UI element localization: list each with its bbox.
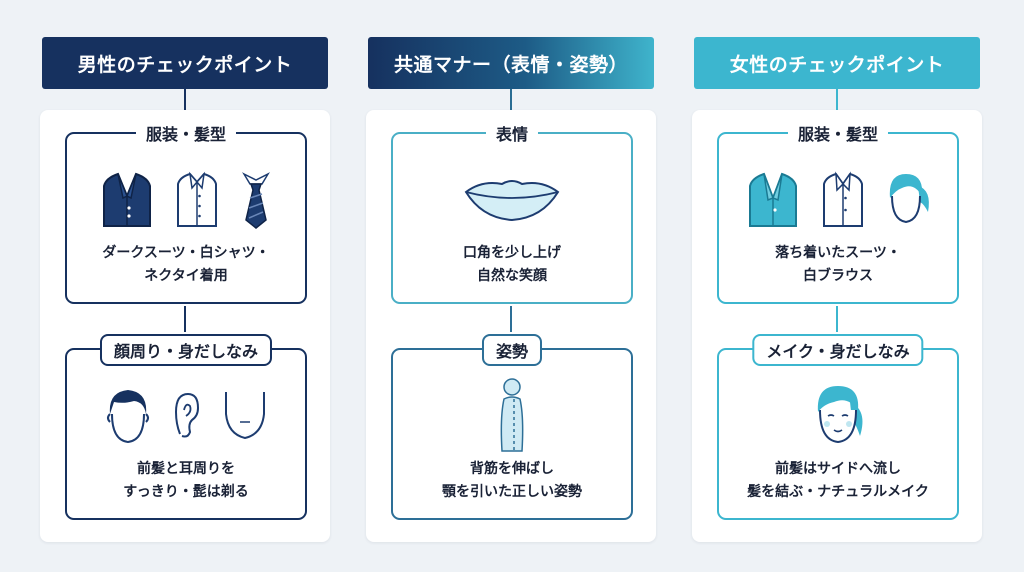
shaved-chin-icon xyxy=(225,392,265,440)
blouse-icon xyxy=(823,171,863,227)
male-grooming-card: 顔周り・身だしなみ 前髪と耳周りを すっき xyxy=(65,334,307,520)
male-attire-card: 服装・髪型 xyxy=(65,121,307,304)
dress-shirt-icon xyxy=(177,171,217,227)
male-header: 男性のチェックポイント xyxy=(42,37,328,89)
ponytail-head-icon xyxy=(889,174,929,224)
common-expression-text: 口角を少し上げ 自然な笑顔 xyxy=(463,245,561,284)
male-column: 男性のチェックポイント 服装・髪型 xyxy=(40,0,330,572)
female-card-connector xyxy=(836,306,838,332)
short-hair-head-icon xyxy=(107,390,149,444)
female-grooming-title: メイク・身だしなみ xyxy=(752,334,924,366)
common-posture-card: 姿勢 背筋を伸ばし 顎を引いた正しい姿勢 xyxy=(391,334,633,520)
ear-icon xyxy=(174,392,200,438)
male-card-connector xyxy=(184,306,186,332)
female-attire-card: 服装・髪型 xyxy=(717,121,959,304)
female-grooming-text: 前髪はサイドへ流し 髪を結ぶ・ナチュラルメイク xyxy=(747,461,929,500)
common-posture-title: 姿勢 xyxy=(481,334,543,366)
female-panel: 服装・髪型 xyxy=(692,110,982,542)
women-jacket-icon xyxy=(749,172,797,227)
male-header-stem xyxy=(184,89,186,111)
common-header: 共通マナー（表情・姿勢） xyxy=(368,37,654,89)
male-attire-title: 服装・髪型 xyxy=(135,121,237,145)
female-header: 女性のチェックポイント xyxy=(694,37,980,89)
female-attire-title: 服装・髪型 xyxy=(787,121,889,145)
common-panel: 表情 口角を少し上げ 自然な笑顔 姿勢 xyxy=(366,110,656,542)
common-expression-card: 表情 口角を少し上げ 自然な笑顔 xyxy=(391,121,633,304)
female-header-stem xyxy=(836,89,838,111)
common-column: 共通マナー（表情・姿勢） 表情 口角を少し上げ 自然な笑顔 姿勢 xyxy=(366,0,656,572)
upright-posture-icon xyxy=(500,378,524,452)
male-attire-text: ダークスーツ・白シャツ・ ネクタイ着用 xyxy=(102,245,270,284)
common-expression-title: 表情 xyxy=(485,121,539,145)
common-card-connector xyxy=(510,306,512,332)
made-up-face-icon xyxy=(817,386,863,444)
smiling-lips-icon xyxy=(464,180,560,222)
female-grooming-card: メイク・身だしなみ 前髪はサイドへ流し 髪を結ぶ・ナチュラルメイク xyxy=(717,334,959,520)
suit-jacket-icon xyxy=(103,172,151,227)
female-column: 女性のチェックポイント 服装・髪型 xyxy=(692,0,982,572)
male-grooming-title: 顔周り・身だしなみ xyxy=(99,334,273,366)
male-grooming-text: 前髪と耳周りを すっきり・髭は剃る xyxy=(123,461,249,500)
necktie-icon xyxy=(242,172,270,229)
female-attire-text: 落ち着いたスーツ・ 白ブラウス xyxy=(775,245,901,284)
male-panel: 服装・髪型 xyxy=(40,110,330,542)
common-posture-text: 背筋を伸ばし 顎を引いた正しい姿勢 xyxy=(442,461,582,500)
common-header-stem xyxy=(510,89,512,111)
